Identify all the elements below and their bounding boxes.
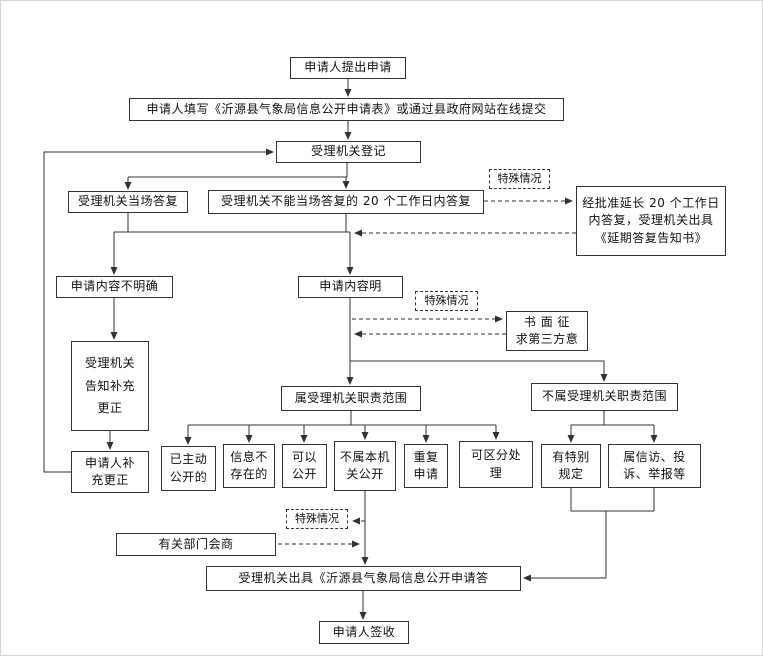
flow-node-consult: 有关部门会商 <box>116 533 276 556</box>
flow-node-out-scope: 不属受理机关职责范围 <box>531 383 678 411</box>
flow-node-in-scope: 属受理机关职责范围 <box>281 386 421 411</box>
flow-node-not-this-org: 不属本机 关公开 <box>334 441 396 491</box>
flow-node-clear: 申请内容明 <box>298 276 403 298</box>
flow-node-unclear: 申请内容不明确 <box>56 276 173 298</box>
flow-node-separable: 可区分处 理 <box>459 441 533 488</box>
flow-node-issue-reply: 受理机关出具《沂源县气象局信息公开申请答 <box>206 566 521 591</box>
flow-node-petition: 属信访、投 诉、举报等 <box>608 444 701 488</box>
flow-node-fill-form: 申请人填写《沂源县气象局信息公开申请表》或通过县政府网站在线提交 <box>129 98 564 121</box>
flow-node-applicant-supplement: 申请人补 充更正 <box>71 451 149 493</box>
flow-node-special-rules: 有特别 规定 <box>541 444 601 488</box>
flow-node-can-public: 可以 公开 <box>282 444 327 488</box>
flow-node-special-case-mid: 特殊情况 <box>415 291 478 311</box>
flow-node-third-party: 书 面 征 求第三方意 <box>506 311 588 351</box>
flow-node-already-public: 已主动 公开的 <box>161 446 216 491</box>
flow-node-sign: 申请人签收 <box>319 621 409 644</box>
flow-node-start: 申请人提出申请 <box>290 57 406 79</box>
flow-node-notify-supplement: 受理机关 告知补充 更正 <box>71 341 149 431</box>
flow-node-duplicate: 重复 申请 <box>404 444 448 488</box>
flow-node-onsite-reply: 受理机关当场答复 <box>68 191 188 213</box>
flow-node-not-exist: 信息不 存在的 <box>223 444 275 488</box>
flow-node-special-case-bottom: 特殊情况 <box>286 509 348 529</box>
flow-node-special-case-top: 特殊情况 <box>489 169 550 189</box>
flow-node-register: 受理机关登记 <box>276 141 421 163</box>
dashed-arrows <box>278 197 576 548</box>
flow-node-reply-20days: 受理机关不能当场答复的 20 个工作日内答复 <box>208 190 484 214</box>
flow-node-extension: 经批准延长 20 个工作日 内答复，受理机关出具 《延期答复告知书》 <box>576 186 726 256</box>
